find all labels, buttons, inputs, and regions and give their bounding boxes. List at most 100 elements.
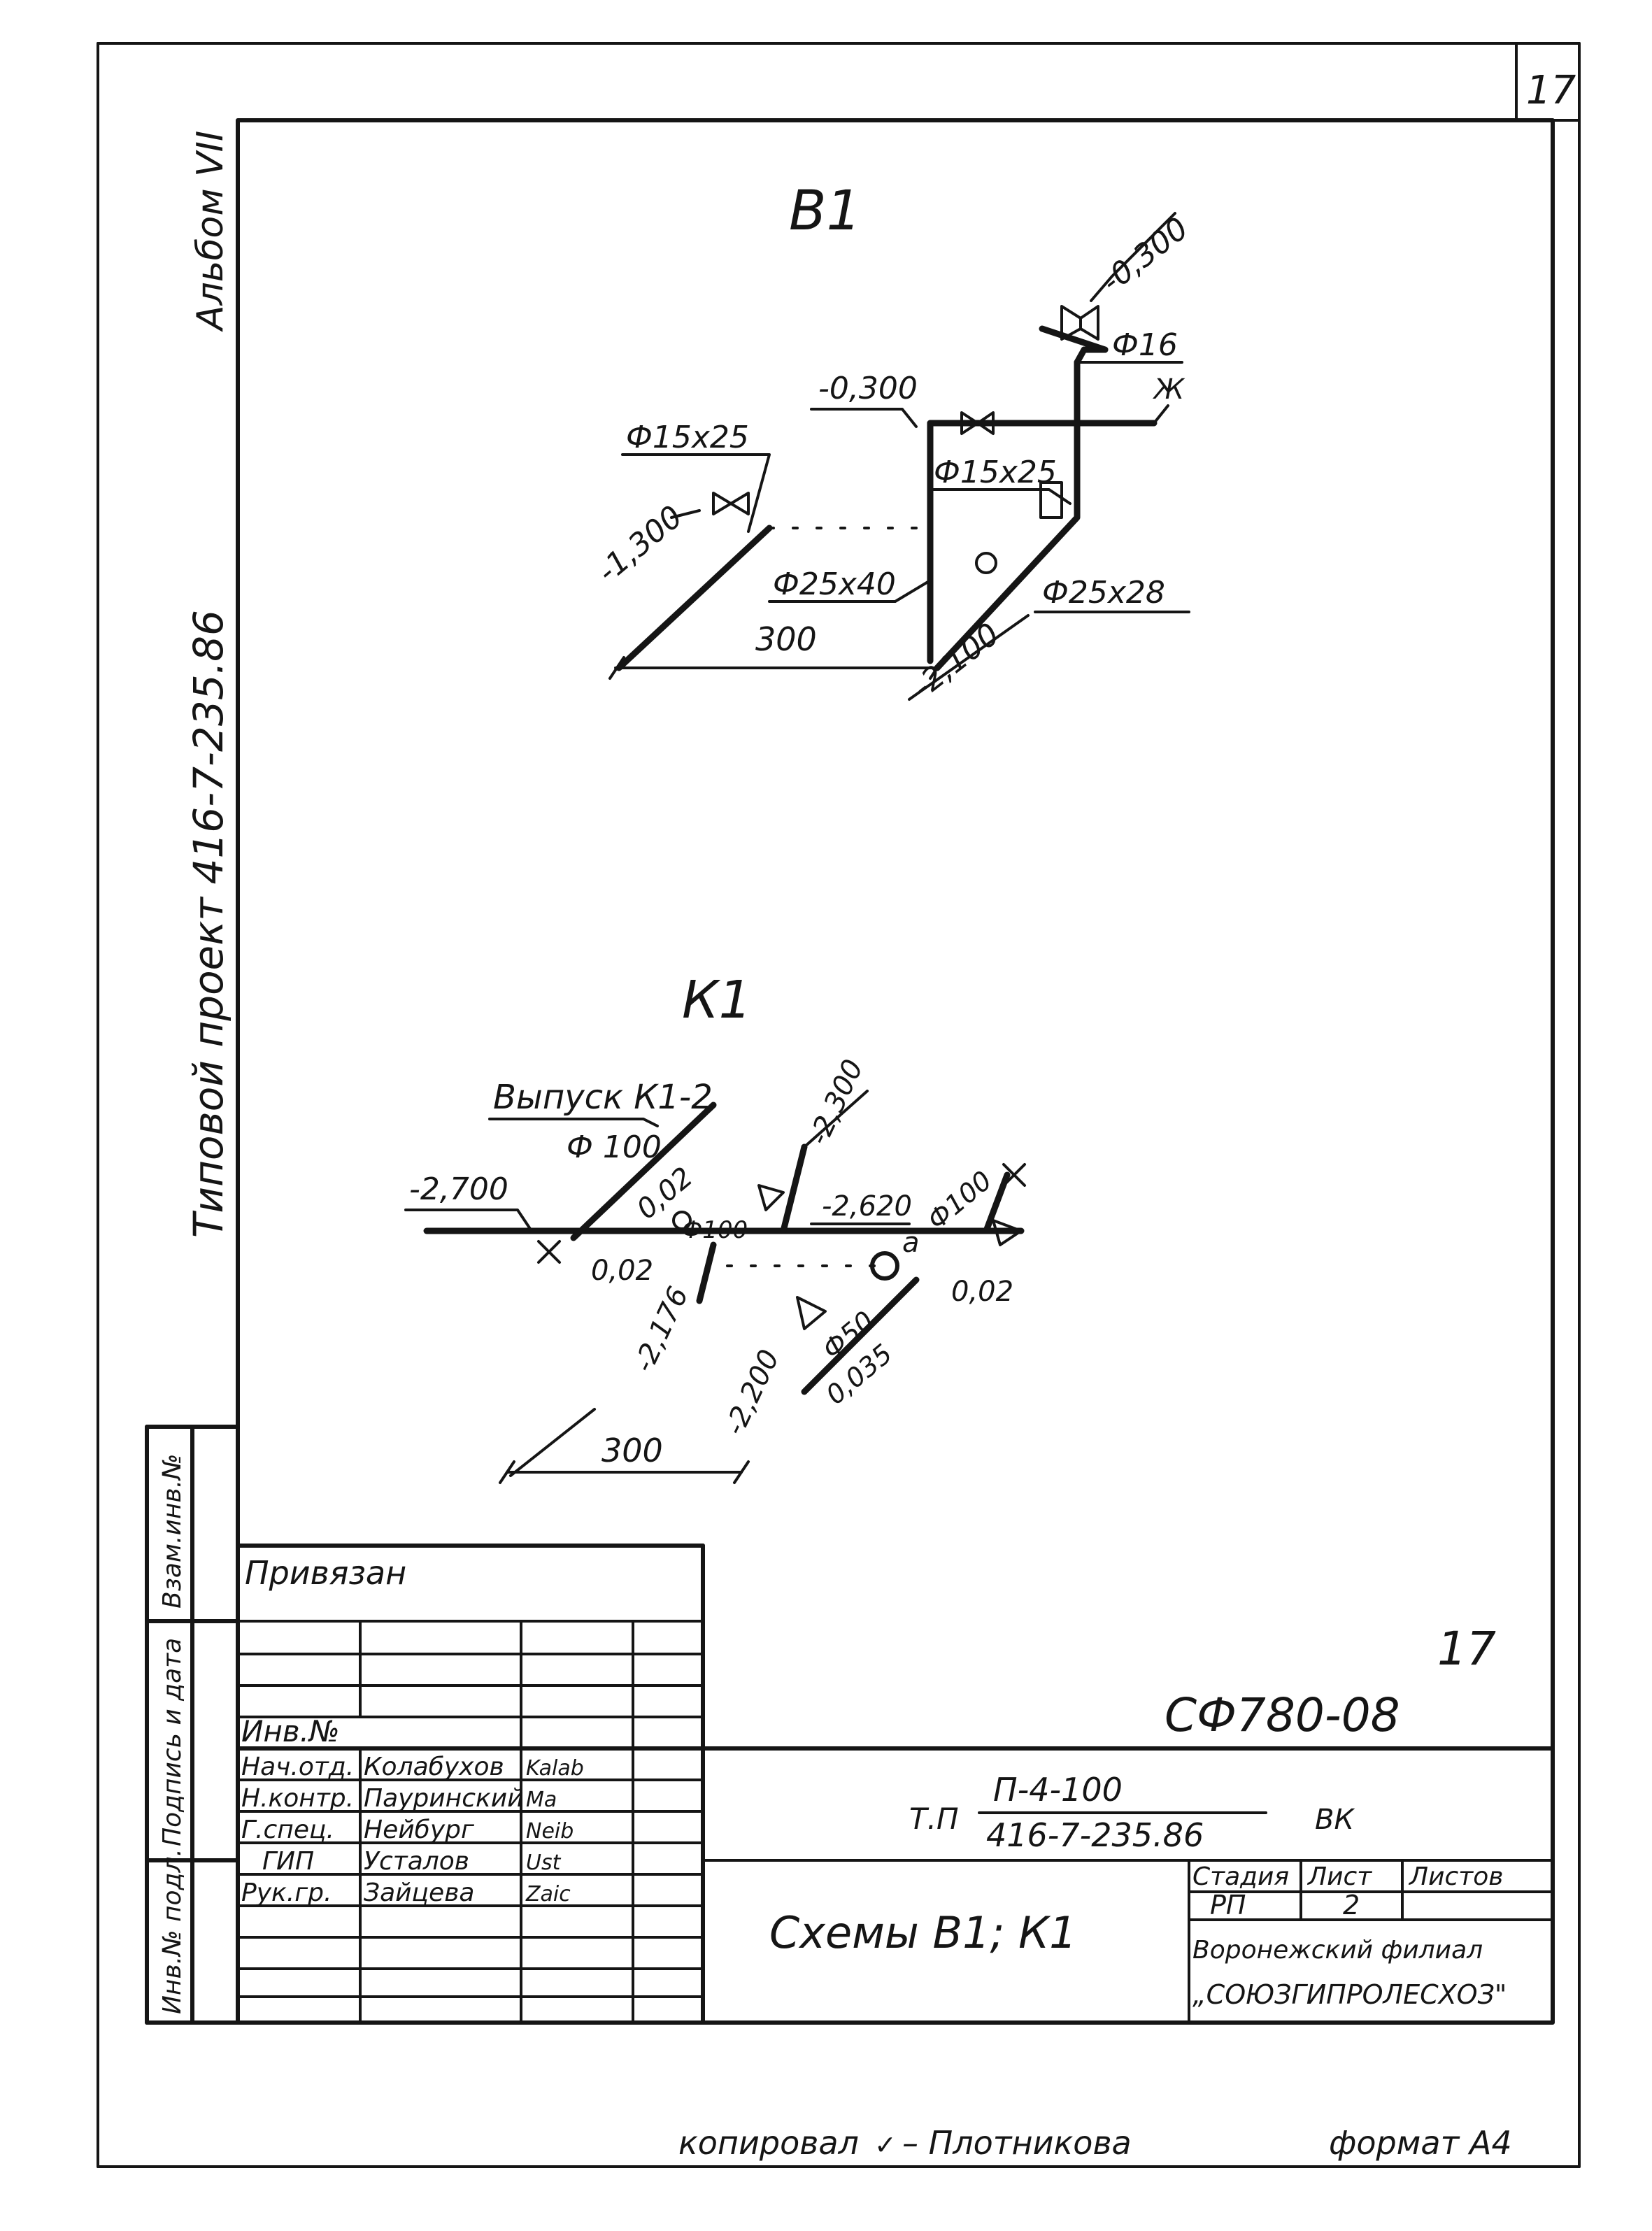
- privyazan-label: Привязан: [245, 1554, 406, 1592]
- scheme-k1-title: К1: [682, 970, 752, 1030]
- k1-drop-left: [696, 1241, 717, 1304]
- side-col-signature-date: Подпись и дата: [158, 1638, 187, 1846]
- k1-elev-2300: -2,300: [802, 1055, 869, 1150]
- b1-leader-elev-top: [1090, 212, 1176, 302]
- b1-leader-d15x25-left: [621, 453, 771, 533]
- k1-slope-b: 0,02: [591, 1255, 653, 1287]
- name-5: Зайцева: [364, 1879, 474, 1907]
- k1-dim-300: 300: [601, 1432, 663, 1469]
- side-columns: Взам.инв.№ Подпись и дата Инв.№ подл.: [145, 1425, 240, 2025]
- album-label: Альбом VII: [190, 131, 232, 332]
- sign-1: Kalab: [526, 1756, 584, 1781]
- b1-leader-d15x25-mid: [929, 488, 1071, 505]
- format-label: формат А4: [1329, 2124, 1512, 2162]
- role-2: Н.контр.: [241, 1784, 354, 1813]
- k1-elev-2200: -2,200: [718, 1345, 785, 1440]
- b1-valve-horizontal: [960, 411, 995, 435]
- copier-name: – Плотникова: [902, 2124, 1132, 2162]
- sign-2: Ma: [526, 1788, 557, 1812]
- k1-elev-2620: -2,620: [822, 1190, 912, 1223]
- b1-d25x28: Ф25х28: [1042, 575, 1165, 611]
- b1-leader-elev-mid: [810, 408, 918, 428]
- k1-outlet-label: Выпуск К1-2: [493, 1078, 713, 1117]
- k1-leader-2700: [404, 1209, 533, 1232]
- role-5: Рук.гр.: [241, 1879, 332, 1907]
- drawing-frame: [236, 118, 1555, 2025]
- k1-outlet-diameter: Ф 100: [567, 1129, 662, 1165]
- b1-leader-elev-left: [670, 509, 701, 519]
- sheet-number: 17: [1526, 68, 1576, 113]
- k1-cleanout-symbols: [537, 1163, 1026, 1264]
- sign-4: Ust: [526, 1851, 562, 1875]
- b1-branch-right-tick: [1153, 404, 1169, 425]
- section-code: ВК: [1315, 1804, 1355, 1836]
- scheme-b1-title: В1: [789, 180, 861, 243]
- b1-riser: [934, 359, 1081, 671]
- name-3: Нейбург: [364, 1816, 475, 1844]
- k1-dim-tick-left: [499, 1460, 515, 1484]
- k1-funnel-symbol: [796, 1296, 827, 1330]
- b1-dim-300: 300: [755, 620, 817, 658]
- k1-inspection-point: [870, 1251, 899, 1281]
- stage-value: РП: [1210, 1890, 1246, 1920]
- b1-d15x25-left: Ф15х25: [626, 420, 749, 455]
- sheet-value: 2: [1343, 1890, 1360, 1920]
- b1-zh: Ж: [1152, 373, 1185, 406]
- k1-leader-outlet: [488, 1118, 659, 1127]
- org-line-1: Воронежский филиал: [1192, 1936, 1483, 1965]
- stage-label: Стадия: [1192, 1862, 1289, 1891]
- b1-elev-bottom: -2,100: [906, 616, 1006, 706]
- k1-branch-d50: [801, 1276, 920, 1395]
- b1-dim-tick-left: [608, 656, 625, 680]
- k1-elev-2176: -2,176: [627, 1282, 695, 1377]
- b1-riser-diag: [1039, 325, 1109, 353]
- k1-outlet-diagonal: [570, 1102, 717, 1241]
- drawing-title: Схемы В1; К1: [769, 1907, 1077, 1958]
- b1-tap-symbol: [975, 552, 997, 574]
- k1-slope-c: 0,02: [951, 1276, 1013, 1308]
- b1-dim-tick-right: [929, 656, 946, 680]
- k1-fitting-circle: [672, 1211, 692, 1230]
- copied-by-label: копировал: [678, 2124, 859, 2162]
- stamp-number: 17: [1437, 1622, 1496, 1676]
- project-side-label: Типовой проект 416-7-235.86: [185, 610, 232, 1238]
- b1-leader-elev-bottom: [908, 614, 1030, 701]
- b1-elev-left: -1,300: [590, 499, 689, 590]
- b1-leader-d25x40: [768, 579, 932, 603]
- b1-d16: Ф16: [1112, 327, 1178, 363]
- k1-funnel-right: [992, 1219, 1023, 1246]
- k1-d100-a: Ф100: [682, 1216, 748, 1244]
- sign-5: Zaic: [525, 1882, 571, 1906]
- side-col-inv-original: Инв.№ подл.: [158, 1848, 187, 2014]
- k1-funnel-top: [757, 1184, 785, 1211]
- name-1: Колабухов: [364, 1753, 504, 1781]
- k1-leader-2300: [803, 1090, 869, 1148]
- tp-bottom: 416-7-235.86: [986, 1816, 1204, 1854]
- copier-initial-mark: ✓: [874, 2130, 897, 2160]
- role-3: Г.спец.: [241, 1816, 334, 1844]
- b1-valve-top: [1060, 305, 1099, 341]
- scheme-k1: К1 Выпуск К1-2: [404, 970, 1026, 1484]
- k1-elev-2700: -2,700: [409, 1171, 508, 1207]
- k1-point-a: а: [902, 1227, 920, 1259]
- k1-riser-2300: [780, 1143, 808, 1234]
- b1-heater-symbol: [1039, 481, 1063, 519]
- tp-top: П-4-100: [993, 1771, 1123, 1809]
- b1-elev-top: -0,300: [1095, 211, 1195, 300]
- sheets-label: Листов: [1408, 1862, 1503, 1891]
- role-1: Нач.отд.: [241, 1753, 354, 1781]
- k1-dim-tick-right: [733, 1460, 750, 1484]
- b1-d25x40: Ф25х40: [773, 566, 896, 602]
- name-2: Пауринский: [364, 1784, 524, 1813]
- k1-dim-extension: [509, 1408, 596, 1477]
- b1-valve-left: [712, 492, 750, 515]
- title-block: Привязан Инв.№ Нач.отд. Колабухов Kalab …: [236, 1544, 1555, 2025]
- b1-diagonal-left: [615, 525, 773, 671]
- name-4: Усталов: [364, 1847, 469, 1876]
- tp-prefix: Т.П: [909, 1802, 959, 1836]
- sheet-label: Лист: [1306, 1862, 1372, 1891]
- scheme-b1: В1: [590, 180, 1195, 706]
- b1-d15x25-mid: Ф15х25: [934, 455, 1057, 490]
- inv-no-label: Инв.№: [241, 1714, 340, 1748]
